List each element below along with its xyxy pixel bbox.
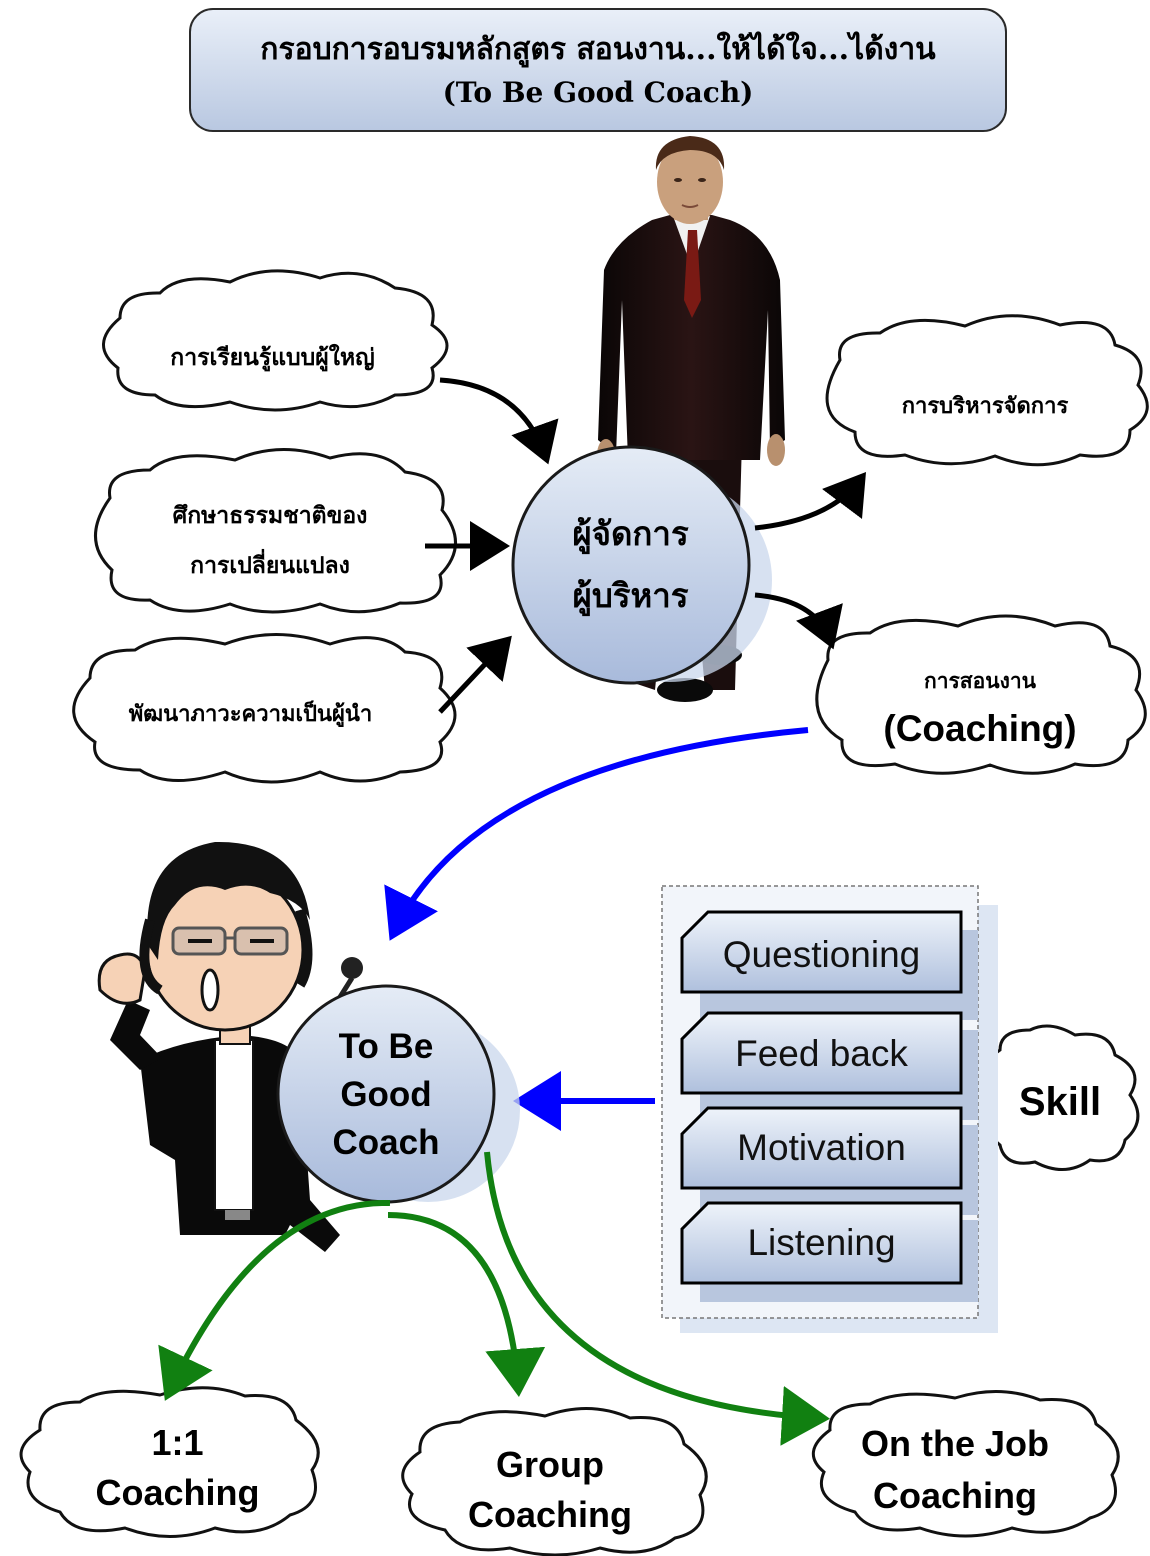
cloud-coaching-th: การสอนงาน xyxy=(924,669,1036,693)
arrow-adult-to-manager xyxy=(439,377,559,465)
title-box: กรอบการอบรมหลักสูตร สอนงาน...ให้ได้ใจ...… xyxy=(189,8,1007,132)
cloud-on-the-job xyxy=(812,1390,1120,1538)
arrow-goodcoach-to-group xyxy=(387,1212,546,1397)
title-line2: (To Be Good Coach) xyxy=(442,76,754,109)
skill-box-listening xyxy=(680,1201,963,1285)
skill-feedback-label: Feed back xyxy=(735,1033,908,1074)
manager-circle xyxy=(511,445,751,685)
cloud-management xyxy=(825,314,1149,467)
cloud-leadership-label: พัฒนาภาวะความเป็นผู้นำ xyxy=(128,702,373,727)
goodcoach-line1: To Be xyxy=(338,1027,434,1066)
cloud-skill-label: Skill xyxy=(1018,1080,1102,1124)
cloud-change xyxy=(94,448,457,614)
manager-label-line1: ผู้จัดการ xyxy=(572,514,689,553)
manager-label: ผู้จัดการ ผู้บริหาร xyxy=(528,500,733,630)
cloud-coaching xyxy=(815,614,1147,775)
cloud-one-on-one-line1: 1:1 xyxy=(151,1422,204,1463)
cloud-group xyxy=(401,1407,708,1556)
skill-box-motivation xyxy=(680,1106,963,1190)
cloud-on-the-job-line1: On the Job xyxy=(861,1423,1049,1464)
cloud-one-on-one xyxy=(19,1386,320,1538)
skill-listening-label: Listening xyxy=(747,1222,896,1263)
cloud-on-the-job-line2: Coaching xyxy=(872,1475,1037,1516)
cloud-coaching-label: การสอนงาน (Coaching) xyxy=(830,652,1130,762)
cloud-group-line1: Group xyxy=(496,1444,604,1485)
cloud-management-label: การบริหารจัดการ xyxy=(901,393,1069,419)
arrow-manager-to-management xyxy=(754,472,867,531)
cloud-change-line1: ศึกษาธรรมชาติของ xyxy=(172,503,368,529)
cloud-group-line2: Coaching xyxy=(467,1494,632,1535)
manager-label-line2: ผู้บริหาร xyxy=(572,576,689,615)
cloud-adult-learning-label: การเรียนรู้แบบผู้ใหญ่ xyxy=(170,344,375,371)
cloud-change-line2: การเปลี่ยนแปลง xyxy=(190,553,350,579)
cloud-one-on-one-line2: Coaching xyxy=(95,1472,260,1513)
skill-box-feedback xyxy=(680,1011,963,1095)
arrow-manager-to-coaching xyxy=(754,592,843,650)
cloud-one-on-one-label: 1:1 Coaching xyxy=(55,1418,300,1518)
arrow-goodcoach-to-one-on-one xyxy=(158,1199,391,1401)
cloud-leadership xyxy=(72,633,457,784)
cloud-change-label: ศึกษาธรรมชาติของ การเปลี่ยนแปลง xyxy=(105,486,435,596)
goodcoach-label: To Be Good Coach xyxy=(300,1020,472,1170)
title-line1: กรอบการอบรมหลักสูตร สอนงาน...ให้ได้ใจ...… xyxy=(260,32,936,67)
skill-motivation-label: Motivation xyxy=(737,1127,906,1168)
arrow-leadership-to-manager xyxy=(438,635,512,714)
arrow-coaching-to-goodcoach xyxy=(384,727,809,941)
skill-box-questioning xyxy=(680,910,963,994)
cloud-group-label: Group Coaching xyxy=(430,1440,670,1540)
skill-questioning-label: Questioning xyxy=(722,934,921,975)
goodcoach-line3: Coach xyxy=(332,1123,440,1162)
arrow-goodcoach-to-job xyxy=(484,1151,830,1446)
cloud-on-the-job-label: On the Job Coaching xyxy=(830,1418,1080,1522)
cloud-coaching-en: (Coaching) xyxy=(883,708,1077,749)
goodcoach-line2: Good xyxy=(340,1075,432,1114)
cloud-adult-learning xyxy=(102,269,449,412)
